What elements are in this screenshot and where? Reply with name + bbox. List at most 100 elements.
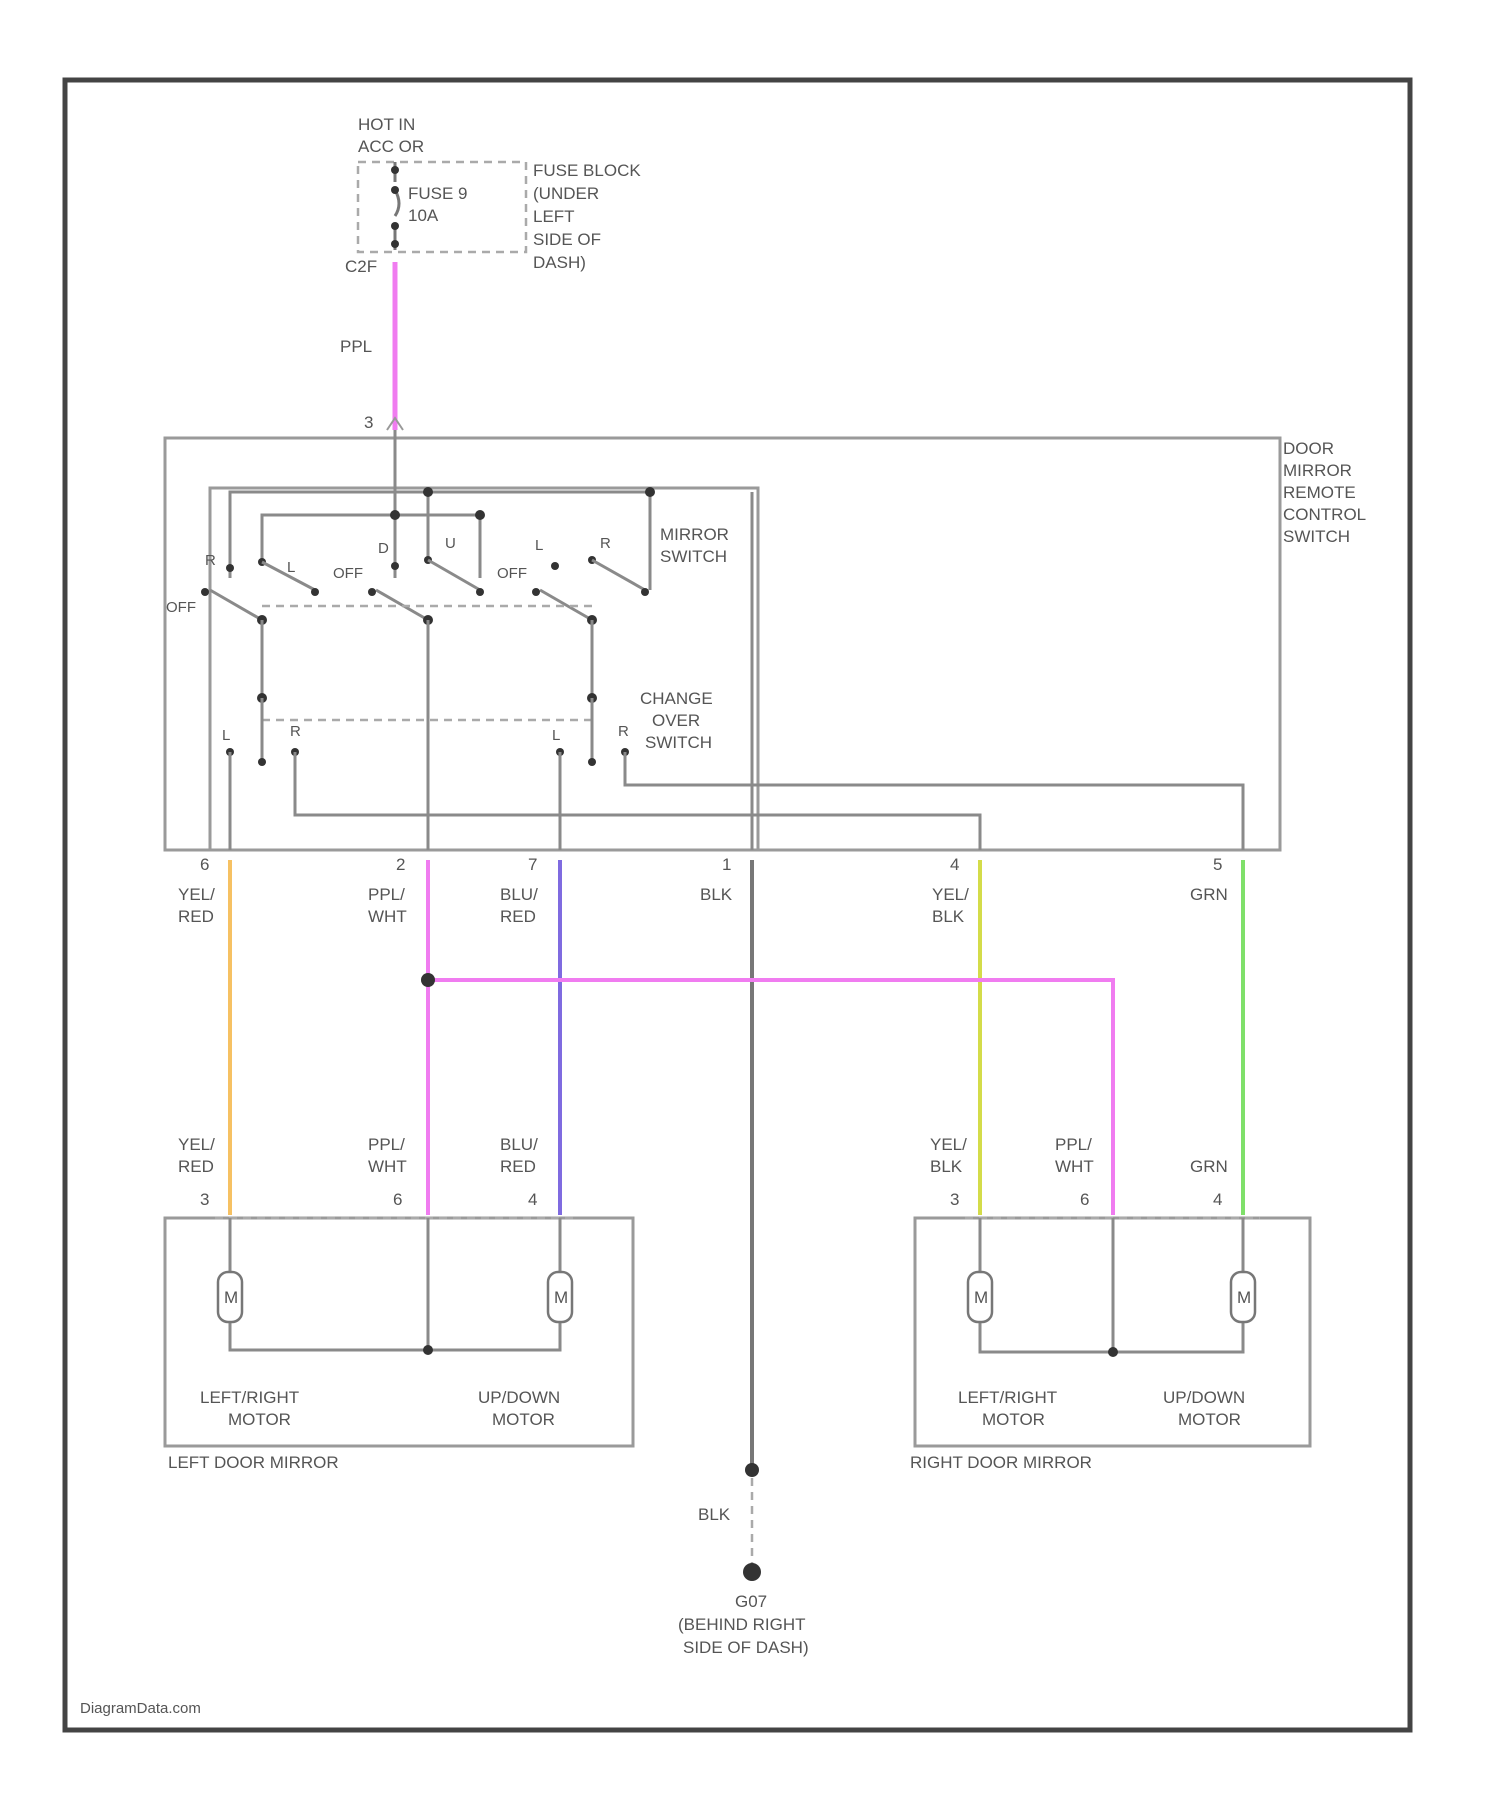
co-label-r1: R [290, 723, 301, 740]
pole-2-contact-a [391, 562, 399, 570]
left-mirror-name: LEFT DOOR MIRROR [168, 1453, 339, 1472]
fuse-name: FUSE 9 [408, 184, 468, 203]
wire-label-grn: GRN [1190, 885, 1228, 904]
right-mirror-wire-1b: BLK [930, 1157, 963, 1176]
left-mirror-pin-3: 3 [200, 1190, 209, 1209]
mirror-switch-label-1: MIRROR [660, 525, 729, 544]
wire-label-blu-red-a: BLU/ [500, 885, 538, 904]
fuse-rating: 10A [408, 206, 439, 225]
off-label-2: OFF [333, 565, 363, 582]
fuse-block-outline [358, 162, 526, 252]
left-door-mirror: YEL/ RED PPL/ WHT BLU/ RED 3 6 4 M M LEF… [165, 1135, 633, 1472]
change-over-label-3: SWITCH [645, 733, 712, 752]
switch-wire-labels: YEL/ RED PPL/ WHT BLU/ RED BLK YEL/ BLK … [178, 885, 1228, 926]
right-motor-1-label-b: MOTOR [982, 1410, 1045, 1429]
right-mirror-common-junction [1108, 1347, 1118, 1357]
switch-name-5: SWITCH [1283, 527, 1350, 546]
pole-2-contact-c [476, 588, 484, 596]
right-motor-2-label-b: MOTOR [1178, 1410, 1241, 1429]
left-mirror-wire-1a: YEL/ [178, 1135, 215, 1154]
wire-label-yel-blk-b: BLK [932, 907, 965, 926]
left-mirror-pin-4: 4 [528, 1190, 537, 1209]
pole-1-contact-d [311, 588, 319, 596]
switch-pin-2: 2 [396, 855, 405, 874]
right-mirror-pin-6: 6 [1080, 1190, 1089, 1209]
wire-ppl-feed-label: PPL [340, 337, 372, 356]
pole-1-contact-off [201, 588, 209, 596]
fuse-block-label-4: SIDE OF [533, 230, 601, 249]
co-contact-n1 [258, 758, 266, 766]
off-label-1: OFF [166, 599, 196, 616]
right-mirror-pin-4: 4 [1213, 1190, 1222, 1209]
right-motor-1-label-a: LEFT/RIGHT [958, 1388, 1057, 1407]
switch-pin-1: 1 [722, 855, 731, 874]
bus-junction-2 [475, 510, 485, 520]
right-door-mirror: YEL/ BLK PPL/ WHT GRN 3 6 4 M M LEFT/RIG… [910, 1135, 1310, 1472]
left-mirror-wire-1b: RED [178, 1157, 214, 1176]
off-label-3: OFF [497, 565, 527, 582]
wire-label-ppl-wht-b: WHT [368, 907, 407, 926]
ground-name-2: (BEHIND RIGHT [678, 1615, 806, 1634]
remote-control-switch-box [165, 438, 1280, 850]
fuse-block: HOT IN ACC OR FUSE 9 10A FUSE BLOCK (UND… [345, 115, 641, 276]
right-mirror-wire-3a: GRN [1190, 1157, 1228, 1176]
pole-3-contact-off [532, 588, 540, 596]
right-motor-1-m: M [974, 1288, 988, 1307]
pole-3-arm [592, 560, 645, 590]
contact-label-3: D [378, 540, 389, 557]
ground-wire-label: BLK [698, 1505, 731, 1524]
hot-label-line2: ACC OR [358, 137, 424, 156]
change-over-label-1: CHANGE [640, 689, 713, 708]
bus-junction-1 [423, 487, 433, 497]
left-mirror-common-junction [423, 1345, 433, 1355]
switch-name-2: MIRROR [1283, 461, 1352, 480]
right-mirror-wire-2a: PPL/ [1055, 1135, 1092, 1154]
left-motor-1-label-a: LEFT/RIGHT [200, 1388, 299, 1407]
switch-name-3: REMOTE [1283, 483, 1356, 502]
diagram-frame [65, 80, 1410, 1730]
left-motor-1-m: M [224, 1288, 238, 1307]
left-mirror-common [230, 1218, 560, 1350]
switch-pin-4: 4 [950, 855, 959, 874]
fuse-block-label-5: DASH) [533, 253, 586, 272]
mirror-switch-contacts: OFF OFF OFF R L D U L R [166, 535, 649, 625]
right-mirror-wire-2b: WHT [1055, 1157, 1094, 1176]
ground-point [743, 1563, 761, 1581]
wire-label-yel-red-b: RED [178, 907, 214, 926]
wire-label-yel-red-a: YEL/ [178, 885, 215, 904]
contact-label-1: R [205, 552, 216, 569]
bus-junction-3 [645, 487, 655, 497]
fuse-terminal-2 [391, 186, 399, 194]
pole-1-contact-r [226, 564, 234, 572]
switch-pin-7: 7 [528, 855, 537, 874]
fuse-terminal-4 [391, 240, 399, 248]
left-mirror-wire-2b: WHT [368, 1157, 407, 1176]
watermark: DiagramData.com [80, 1700, 201, 1717]
left-motor-2-m: M [554, 1288, 568, 1307]
mirror-switch-label-2: SWITCH [660, 547, 727, 566]
fuse-block-label-3: LEFT [533, 207, 575, 226]
fuse-terminal-3 [391, 222, 399, 230]
ground-name-3: SIDE OF DASH) [683, 1638, 809, 1657]
right-mirror-pin-3: 3 [950, 1190, 959, 1209]
co-r1-to-pin4 [295, 752, 980, 850]
wire-label-yel-blk-a: YEL/ [932, 885, 969, 904]
wire-label-ppl-wht-a: PPL/ [368, 885, 405, 904]
bus-junction-4 [390, 510, 400, 520]
switch-name-4: CONTROL [1283, 505, 1366, 524]
co-r2-to-pin5 [625, 752, 1243, 850]
left-mirror-wire-3a: BLU/ [500, 1135, 538, 1154]
contact-label-5: L [535, 537, 543, 554]
right-mirror-name: RIGHT DOOR MIRROR [910, 1453, 1092, 1472]
pole-1-blade [210, 590, 262, 620]
fuse-block-label-1: FUSE BLOCK [533, 161, 641, 180]
wire-label-blu-red-b: RED [500, 907, 536, 926]
fuse-block-label-2: (UNDER [533, 184, 599, 203]
co-label-r2: R [618, 723, 629, 740]
switch-input-pin: 3 [364, 413, 373, 432]
ground-splice [745, 1463, 759, 1477]
contact-label-2: L [287, 559, 295, 576]
pole-3-contact-c [641, 588, 649, 596]
ground-name-1: G07 [735, 1592, 767, 1611]
